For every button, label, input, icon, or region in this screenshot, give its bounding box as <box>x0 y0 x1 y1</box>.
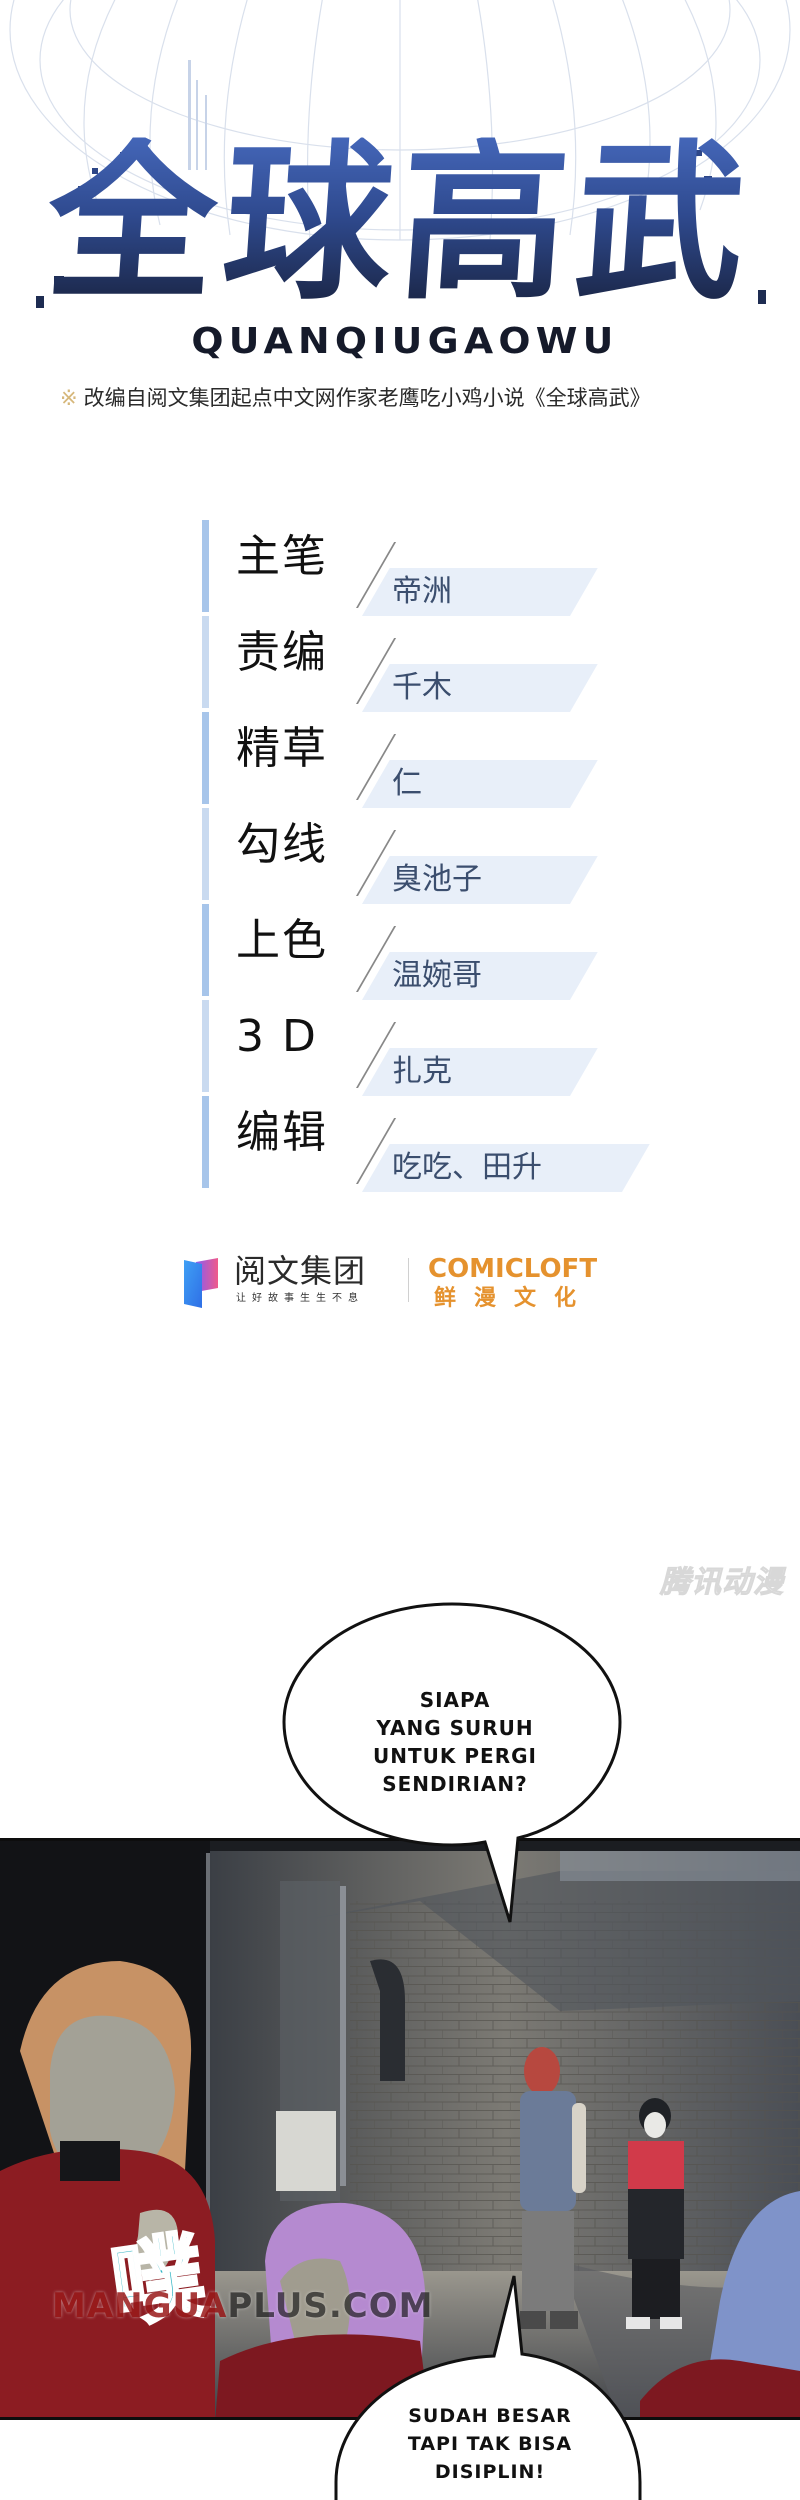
character-vest-man <box>520 2047 586 2329</box>
character-jacket-boy <box>626 2098 684 2329</box>
tencent-comics-watermark: 腾讯动漫 <box>660 1565 784 1600</box>
bubble-line: YANG SURUH <box>376 1716 534 1740</box>
logo-pixel-decoration <box>704 176 712 186</box>
credit-name: 臭池子 <box>392 862 482 897</box>
logo-pixel-decoration <box>120 152 128 160</box>
credit-role: 勾线 <box>236 819 328 870</box>
yuewen-slogan: 让好故事生生不息 <box>236 1293 364 1304</box>
yuewen-logo-icon <box>184 1258 218 1308</box>
credit-row: 上色 温婉哥 <box>202 902 622 1000</box>
bubble-line: SENDIRIAN? <box>382 1772 528 1796</box>
speech-bubble-bottom-text: SUDAH BESAR TAPI TAK BISA DISIPLIN! <box>370 2402 610 2486</box>
logo-pixel-decoration <box>696 150 702 156</box>
comicloft-logo-text: COMICLOFT <box>428 1254 598 1284</box>
credit-row: 3 D 扎克 <box>202 998 622 1096</box>
logo-pixel-decoration <box>758 290 766 304</box>
logo-pixel-decoration <box>78 186 86 196</box>
credit-bar <box>202 712 209 804</box>
publisher-logos: 阅文集团 让好故事生生不息 COMICLOFT 鲜漫文化 <box>182 1248 612 1314</box>
credit-role: 责编 <box>236 627 328 678</box>
credit-role: 主笔 <box>236 531 328 582</box>
logo-divider <box>408 1258 409 1302</box>
staff-credits: 主笔 帝洲 责编 千木 精草 仁 勾线 臭池子 上色 温婉哥 3 D 扎克 <box>202 518 650 1192</box>
character-orange-hair-boy <box>0 1961 215 2417</box>
credit-name: 千木 <box>392 670 452 705</box>
logo-pixel-decoration <box>682 140 690 148</box>
mangaplus-watermark: MANGUAPLUS.COM <box>52 2286 433 2326</box>
credit-bar <box>202 1000 209 1092</box>
credit-name: 扎克 <box>392 1054 452 1089</box>
globe-grid-background <box>9 0 791 241</box>
bubble-line: UNTUK PERGI <box>373 1744 537 1768</box>
panel-scene-illustration <box>0 1841 800 2417</box>
logo-pixel-decoration <box>54 276 64 286</box>
credit-row: 精草 仁 <box>202 710 622 808</box>
speech-bubble-bottom <box>334 2275 642 2500</box>
bubble-line: SUDAH BESAR <box>408 2405 572 2427</box>
credit-role: 精草 <box>236 723 328 774</box>
credit-bar <box>202 616 209 708</box>
speech-bubble-top <box>282 1602 622 1923</box>
logo-pixel-decoration <box>36 296 44 308</box>
reference-mark-icon: ※ <box>60 386 78 410</box>
bubble-line: TAPI TAK BISA <box>407 2433 573 2455</box>
series-title-romaji: QUANQIUGAOWU <box>191 321 619 362</box>
credit-row: 编辑 吃吃、田升 <box>202 1094 650 1192</box>
credit-role: 上色 <box>236 915 328 966</box>
adaptation-note-text: 改编自阅文集团起点中文网作家老鹰吃小鸡小说《全球高武》 <box>83 386 651 410</box>
credit-role: 编辑 <box>236 1107 328 1158</box>
bubble-line: SIAPA <box>419 1688 491 1712</box>
series-title: 全球高武 <box>41 123 759 323</box>
speech-bubble-top-text: SIAPA YANG SURUH UNTUK PERGI SENDIRIAN? <box>340 1686 570 1798</box>
yuewen-group-name: 阅文集团 <box>234 1252 367 1290</box>
comic-panel <box>0 1838 800 2420</box>
credit-role: 3 D <box>236 1011 318 1062</box>
credit-name: 仁 <box>392 766 422 801</box>
series-title-logo: 全球高武 <box>40 123 760 323</box>
credit-bar <box>202 1096 209 1188</box>
logo-pixel-decoration <box>92 168 98 174</box>
credit-bar <box>202 808 209 900</box>
comicloft-chinese-name: 鲜漫文化 <box>434 1286 595 1311</box>
mangaplus-watermark-rest: PLUS.COM <box>227 2286 434 2326</box>
mangaplus-watermark-red: MANGUA <box>52 2286 228 2326</box>
bubble-line: DISIPLIN! <box>434 2461 546 2483</box>
credit-row: 责编 千木 <box>202 614 622 712</box>
credit-row: 勾线 臭池子 <box>202 806 622 904</box>
adaptation-note: ※改编自阅文集团起点中文网作家老鹰吃小鸡小说《全球高武》 <box>60 383 750 413</box>
character-blue-hair-girl <box>640 2191 800 2417</box>
character-purple-hair-girl <box>215 2202 430 2417</box>
credit-name: 帝洲 <box>392 574 452 609</box>
credit-bar <box>202 904 209 996</box>
credit-name: 吃吃、田升 <box>392 1150 542 1185</box>
credit-bar <box>202 520 209 612</box>
credit-row: 主笔 帝洲 <box>202 518 622 616</box>
credit-name: 温婉哥 <box>392 958 482 993</box>
